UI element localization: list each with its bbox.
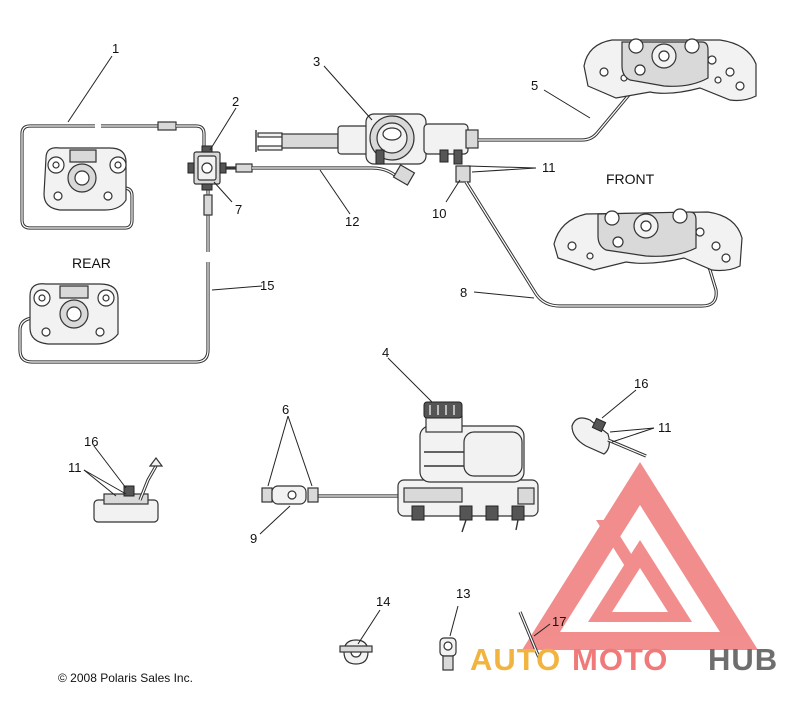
brake-switch-right bbox=[571, 417, 647, 458]
callout-11-top: 11 bbox=[542, 160, 556, 175]
rear-label: REAR bbox=[72, 255, 111, 271]
callout-2: 2 bbox=[232, 94, 239, 109]
rear-caliper-lower bbox=[29, 283, 119, 345]
callout-4: 4 bbox=[382, 345, 389, 360]
callout-7: 7 bbox=[235, 202, 242, 217]
wordmark-hub: HUB bbox=[708, 642, 778, 677]
automotohub-logo bbox=[522, 462, 758, 650]
callout-14: 14 bbox=[376, 594, 390, 609]
callout-16-left: 16 bbox=[84, 434, 98, 449]
callout-1: 1 bbox=[112, 41, 119, 56]
master-cylinder-top bbox=[255, 113, 479, 165]
callout-9: 9 bbox=[250, 531, 257, 546]
brake-line-12 bbox=[226, 163, 416, 186]
leader-lines bbox=[67, 55, 655, 645]
master-cylinder-detail bbox=[261, 401, 539, 533]
front-label: FRONT bbox=[606, 171, 655, 187]
callout-15: 15 bbox=[260, 278, 274, 293]
callout-8: 8 bbox=[460, 285, 467, 300]
callout-11-left: 11 bbox=[68, 460, 82, 475]
callout-12: 12 bbox=[345, 214, 359, 229]
front-caliper-lower bbox=[553, 208, 743, 272]
brake-switch-left bbox=[93, 457, 164, 523]
bolt-13 bbox=[439, 637, 457, 671]
callout-16-right: 16 bbox=[634, 376, 648, 391]
callout-17: 17 bbox=[552, 614, 566, 629]
copyright-text: © 2008 Polaris Sales Inc. bbox=[58, 671, 193, 685]
pin-17 bbox=[518, 611, 542, 661]
callout-3: 3 bbox=[313, 54, 320, 69]
automotohub-wordmark: AUTO MOTO HUB bbox=[470, 642, 778, 677]
clip-14 bbox=[339, 639, 373, 665]
callout-11-right: 11 bbox=[658, 420, 672, 435]
wordmark-auto: AUTO bbox=[470, 642, 561, 677]
callout-10: 10 bbox=[432, 206, 446, 221]
junction-block bbox=[187, 145, 227, 191]
rear-brake-line-1 bbox=[20, 121, 206, 230]
callout-6: 6 bbox=[282, 402, 289, 417]
callout-numbers: 1 2 3 4 5 6 7 8 9 10 11 12 13 14 15 16 1… bbox=[68, 41, 672, 629]
callout-13: 13 bbox=[456, 586, 470, 601]
callout-5: 5 bbox=[531, 78, 538, 93]
rear-caliper-upper bbox=[43, 147, 127, 211]
rear-brake-line-15 bbox=[18, 186, 213, 364]
wordmark-moto: MOTO bbox=[572, 642, 668, 677]
front-caliper-upper bbox=[583, 38, 757, 102]
